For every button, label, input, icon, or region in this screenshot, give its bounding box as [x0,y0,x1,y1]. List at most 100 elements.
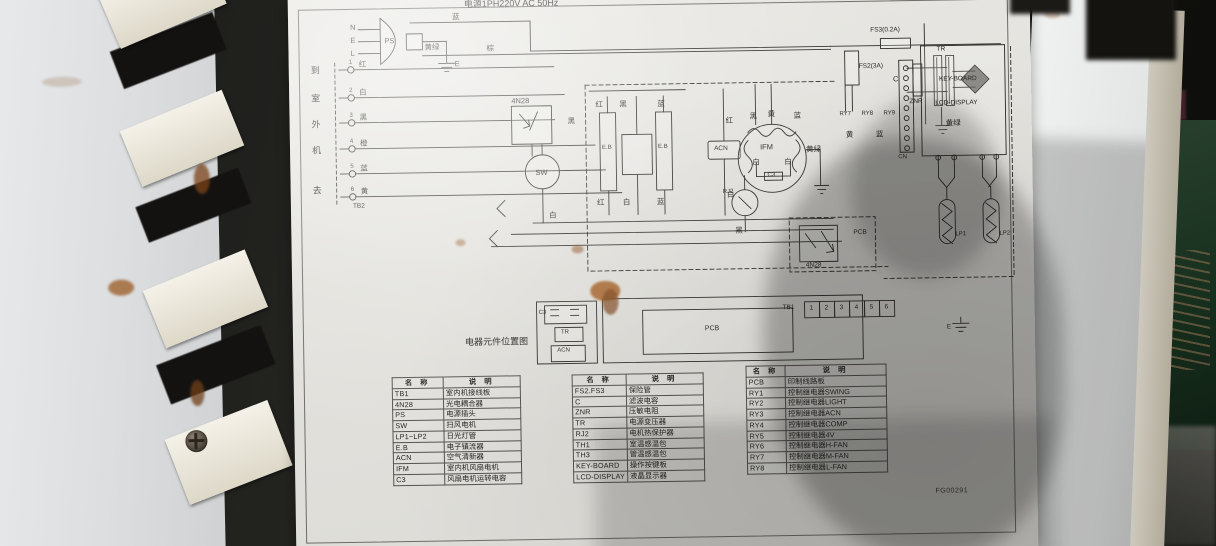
terminal-no-1: 1 [348,59,353,66]
relay-wire-blue: 蓝 [875,129,884,139]
layout-diagram-caption: 电器元件位置图 [465,337,529,349]
row-code: TB1 [392,387,444,400]
header-name: 名 称 [572,374,627,386]
row-code: E.B [393,441,445,454]
row-code: RY4 [746,419,786,431]
optocoupler-bottom-label: 4N28 [805,261,822,269]
motor-wire-yellow: 黄 [767,109,776,119]
relay-ry9-label: RY9 [883,110,896,117]
row-desc: 风扇电机运转电容 [444,472,522,485]
varistor-label: ZNR [909,97,923,106]
to-outdoor-char-2: 室 [311,94,321,105]
row-code: PS [392,409,444,421]
dark-object-top [1086,0,1176,60]
layout-terminal-1: 1 [809,304,814,312]
relay-ry8-label: RY8 [861,110,874,117]
wire-white-lamp-bottom: 白 [622,197,631,207]
row-code: RY5 [747,430,787,442]
wire-black-lamp: 黑 [619,99,627,109]
air-cleaner-label: ACN [714,144,728,153]
plug-ground-label: E [454,59,460,69]
to-outdoor-char-4: 机 [311,146,322,157]
wire-red-acn: 红 [725,115,734,125]
row-code: FS2.FS3 [572,384,627,397]
wire-red-lamp-bottom: 红 [596,197,605,208]
rust-stain [190,379,205,407]
layout-part-c3: C3 [538,309,547,316]
relay-ry7-label: RY7 [839,111,852,118]
rust-stain [107,279,135,296]
terminal-no-2: 2 [349,87,353,94]
transformer-ground-wire: 黄绿 [945,118,961,128]
row-code: TR [572,417,627,429]
terminal-no-4: 4 [349,138,354,145]
row-code: RY6 [747,440,787,453]
row-code: RY2 [746,397,786,410]
plug-terminal-n: N [350,22,356,32]
terminal-no-5: 5 [350,163,354,170]
motor-wire-blue: 蓝 [793,110,802,120]
wire-white-sw: 白 [549,210,557,220]
keyboard-label: KEY-BOARD [938,75,977,83]
terminal-color-3: 黑 [359,112,368,122]
lamp-1-label: LP1 [955,231,967,238]
layout-terminal-3: 3 [839,304,844,312]
ballast-1-label: E.B [601,144,612,151]
layout-ground-label: E [946,323,952,331]
row-code: RY7 [747,451,787,464]
plug-terminal-e: E [350,35,356,45]
layout-terminal-block-label: TB1 [782,303,795,312]
row-code: LP1~LP2 [392,430,445,443]
to-outdoor-char-3: 外 [311,120,321,131]
motor-wire-white-2: 白 [784,156,792,167]
row-code: RY1 [746,387,786,399]
wire-black-sw: 黑 [567,116,576,126]
rust-stain [41,76,82,88]
row-code: C [572,395,627,408]
left-metal-panel [0,0,293,546]
layout-terminal-4: 4 [854,303,859,311]
plug-label: PS [384,36,395,46]
row-desc: 液晶显示器 [627,469,705,482]
header-name: 名 称 [392,376,444,389]
terminal-no-6: 6 [350,186,355,193]
wire-color-brown: 棕 [486,43,495,53]
lcd-display-label: LCD-DISPLAY [935,99,978,107]
ballast-2-label: E.B [657,143,668,151]
to-outdoor-char-1: 到 [310,66,320,77]
diagram-title: 电源1PH220V AC 50Hz [463,0,559,10]
thermal-protector-label: RJ2 [722,188,734,196]
terminal-color-4: 橙 [359,138,368,148]
wiring-schematic [334,17,1015,365]
terminal-color-2: 白 [359,87,367,97]
dark-object-top [1010,0,1070,14]
row-code: C3 [393,473,445,486]
plug-terminal-l: L [350,48,355,58]
fuse-fs2-label: FS2(3A) [858,62,884,70]
terminal-block-name: TB2 [352,202,365,210]
row-code: KEY-BOARD [573,460,628,472]
terminal-color-1: 红 [358,59,367,69]
to-outdoor-char-5: 去 [312,186,322,197]
row-code: RJ2 [572,427,627,440]
rust-stain [193,163,211,195]
pcb-label: PCB [853,228,867,237]
header-name: 名 称 [745,365,786,377]
row-code: 4N28 [392,398,444,411]
terminal-color-6: 黄 [360,186,369,196]
row-code: RY8 [747,462,787,474]
rust-stain [602,288,619,315]
filter-capacitor-label: C [892,74,899,84]
terminal-no-3: 3 [349,112,353,119]
row-code: IFM [393,463,445,475]
layout-part-pcb: PCB [704,325,720,333]
wire-red-lamp: 红 [595,99,603,110]
run-capacitor-label: C3 [767,172,776,179]
row-code: LCD-DISPLAY [573,470,628,483]
